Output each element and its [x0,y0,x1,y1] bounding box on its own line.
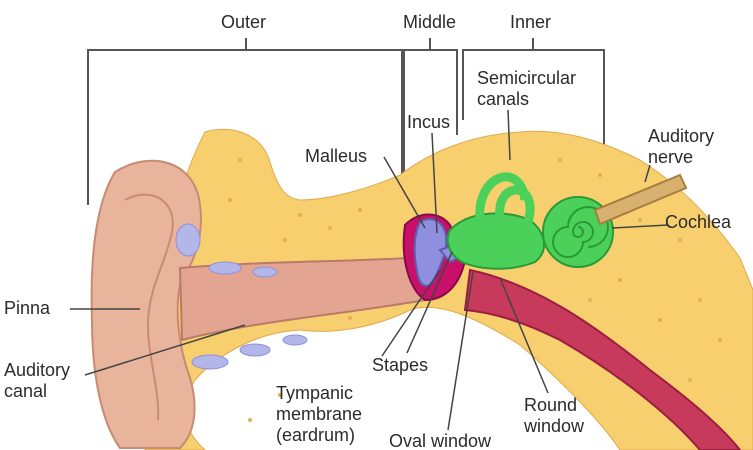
label-round-window: Round window [524,395,584,437]
label-tympanic-membrane: Tympanic membrane (eardrum) [276,383,362,446]
label-incus: Incus [407,112,450,133]
section-label-outer: Outer [221,12,266,33]
label-cochlea: Cochlea [665,212,731,233]
label-auditory-canal: Auditory canal [4,360,70,402]
section-label-inner: Inner [510,12,551,33]
label-semicircular-canals: Semicircular canals [477,68,576,110]
label-oval-window: Oval window [389,431,491,450]
label-pinna: Pinna [4,298,50,319]
section-label-middle: Middle [403,12,456,33]
label-stapes: Stapes [372,355,428,376]
label-auditory-nerve: Auditory nerve [648,126,714,168]
label-malleus: Malleus [305,146,367,167]
